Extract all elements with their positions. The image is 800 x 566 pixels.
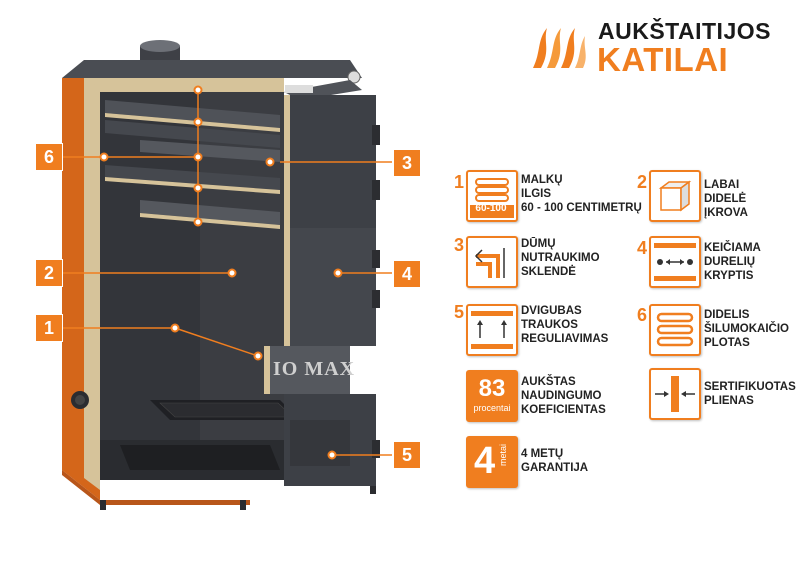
brand-name-line2: KATILAI [597,41,729,78]
efficiency-icon: 83 procentai [466,370,518,422]
callout-1: 1 [36,315,62,341]
callout-2: 2 [36,260,62,286]
draft-regulation-icon [466,304,518,356]
feature-number: 3 [454,235,465,255]
brand-name-line1: AUKŠTAITIJOS [598,18,771,44]
callout-3: 3 [394,150,420,176]
logs-icon [466,170,518,222]
boiler-cutaway-illustration [62,40,392,510]
efficiency-value: 83 [478,375,506,402]
feature-number: 1 [454,172,465,192]
callout-5: 5 [394,442,420,468]
cube-icon [649,170,701,222]
warranty-icon: 4 metai [466,436,518,488]
warranty-value: 4 [474,440,496,482]
efficiency-unit: procentai [473,403,511,413]
boiler-model-label: IO MAX [273,358,356,380]
logs-icon-label: 60-100 [475,203,507,214]
feature-number: 5 [454,302,465,322]
warranty-unit: metai [498,443,508,466]
feature-number: 4 [637,238,648,258]
flue-damper-icon [466,236,518,288]
brand-logo-icon [527,22,589,74]
heat-exchanger-icon [649,304,701,356]
feature-number: 6 [637,305,648,325]
steel-icon [649,368,701,420]
door-direction-icon [649,236,701,288]
callout-4: 4 [394,261,420,287]
feature-number: 2 [637,172,648,192]
callout-6: 6 [36,144,62,170]
